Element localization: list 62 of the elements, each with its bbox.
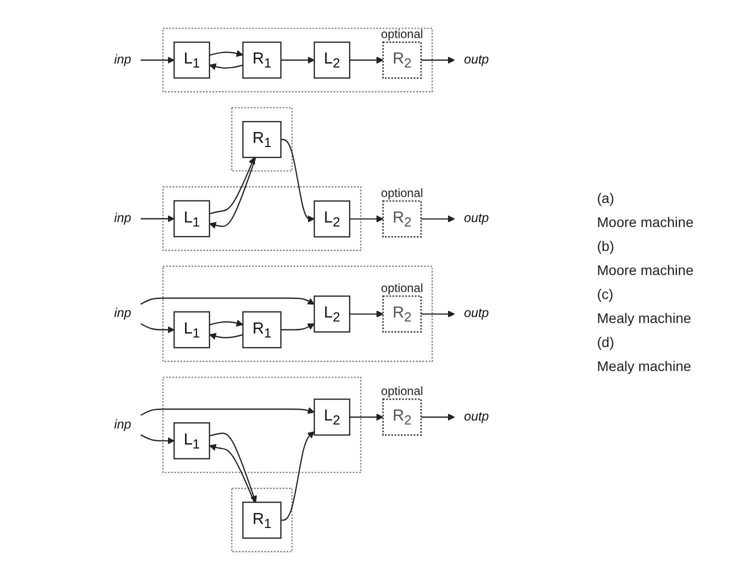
optional-label: optional — [381, 28, 424, 40]
arrow — [140, 323, 174, 334]
optional-register-box: R$_{2}$ — [382, 398, 422, 436]
logic-block-box: R$_{1}$ — [242, 502, 282, 539]
logic-block-box: L$_{1}$ — [174, 311, 210, 348]
logic-block-box: L$_{2}$ — [314, 398, 350, 436]
signal-label: outp — [464, 52, 489, 66]
arrow — [209, 157, 256, 229]
arrow — [280, 138, 315, 222]
optional-register-box: R$_{2}$ — [382, 200, 422, 238]
arrow — [209, 432, 257, 503]
logic-block-box: L$_{1}$ — [174, 200, 210, 238]
signal-label: outp — [464, 306, 489, 320]
panel-label: Moore machine — [597, 262, 694, 278]
logic-block-box: L$_{1}$ — [174, 422, 210, 460]
panel-label: (d) — [597, 334, 616, 350]
arrow — [421, 414, 455, 421]
signal-label: inp — [114, 418, 132, 432]
panel-label: (b) — [597, 238, 616, 254]
arrow — [209, 63, 244, 70]
panel-label: Mealy machine — [597, 310, 692, 326]
signal-label: inp — [114, 52, 132, 66]
arrow — [140, 434, 174, 444]
optional-label: optional — [381, 187, 424, 199]
logic-block-box: R$_{1}$ — [242, 311, 282, 348]
arrow — [209, 444, 255, 503]
arrow — [350, 310, 384, 318]
arrow — [140, 215, 174, 222]
optional-label: optional — [381, 282, 424, 294]
optional-register-box: R$_{2}$ — [382, 41, 422, 79]
arrow — [350, 215, 384, 222]
signal-label: outp — [464, 410, 489, 424]
signal-label: inp — [114, 212, 132, 226]
optional-register-box: R$_{2}$ — [382, 295, 422, 333]
arrow — [421, 310, 455, 318]
arrow — [209, 157, 256, 214]
signal-label: inp — [114, 306, 132, 320]
arrow — [140, 298, 315, 305]
arrow — [140, 407, 315, 416]
arrow — [209, 332, 244, 340]
panel-label: Moore machine — [597, 214, 694, 230]
logic-block-box: L$_{1}$ — [174, 42, 210, 79]
arrow — [140, 56, 174, 64]
signal-label: outp — [464, 212, 489, 226]
logic-block-box: R$_{1}$ — [242, 121, 282, 158]
optional-label: optional — [381, 385, 424, 398]
arrow — [209, 50, 244, 57]
arrow — [421, 215, 455, 222]
arrow — [350, 56, 384, 64]
panel-label: Mealy machine — [597, 358, 692, 374]
logic-block-box: L$_{2}$ — [314, 296, 350, 333]
arrow — [421, 56, 455, 64]
panel-label: (c) — [597, 286, 614, 302]
logic-block-box: R$_{1}$ — [242, 42, 282, 79]
arrow — [280, 431, 315, 521]
panel-label: (a) — [597, 190, 616, 206]
arrow — [209, 320, 244, 326]
arrow — [280, 323, 315, 330]
logic-block-box: L$_{2}$ — [314, 42, 350, 79]
logic-block-box: L$_{2}$ — [314, 200, 350, 238]
arrow — [280, 56, 315, 64]
arrow — [350, 414, 384, 421]
